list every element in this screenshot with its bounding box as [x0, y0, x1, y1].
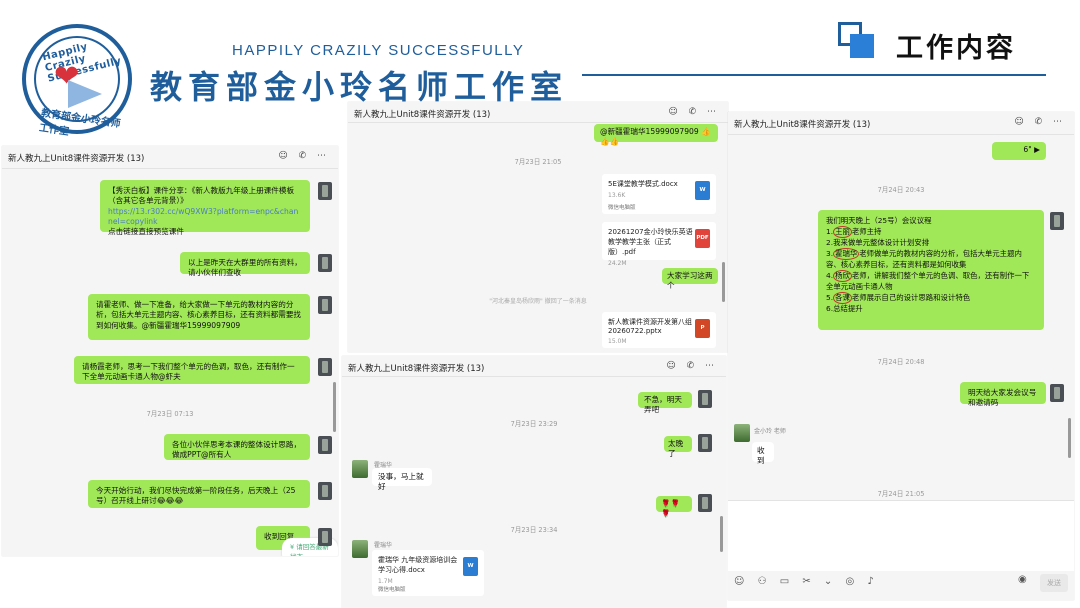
file-card[interactable]: 5E课堂教学模式.docx 13.6K 微信电脑版 W [602, 174, 716, 214]
agenda-item: 6.总结提升 [826, 303, 863, 313]
chat-title: 新人教九上Unit8课件资源开发 (13) [734, 120, 871, 130]
avatar [318, 436, 332, 454]
chat-bubble[interactable]: 以上是昨天在大群里的所有资料，请小伙伴们查收 [180, 252, 310, 277]
file-card[interactable]: 新人教课件资源开发第八组20260722.pptx 15.0M P [602, 312, 716, 348]
chat-window-middle: 新人教九上Unit8课件资源开发 (13) ☺ ✆ ⋯ @新疆霍瑞华159990… [348, 102, 728, 352]
chat-bubble[interactable]: 🌹🌹🌹 [656, 496, 692, 518]
pdf-file-icon: PDF [695, 229, 710, 248]
word-file-icon: W [463, 557, 478, 576]
input-toolbar[interactable]: ☺ ⚇ ▭ ✂ ⌄ ◎ ♪ [734, 576, 879, 587]
scrollbar[interactable] [722, 262, 725, 302]
chat-window-right: 新人教九上Unit8课件资源开发 (13) ☺ ✆ ⋯ 6" ▶ 7月24日 2… [728, 112, 1074, 600]
logo-ring [34, 36, 120, 122]
avatar [318, 182, 332, 200]
avatar [1050, 212, 1064, 230]
avatar [352, 540, 368, 558]
avatar [318, 358, 332, 376]
timestamp: 7月23日 21:05 [514, 158, 562, 166]
agenda-item: 5.各课老师展示自己的设计思路和设计特色 [826, 291, 971, 304]
squares-icon [838, 22, 874, 58]
avatar [734, 424, 750, 442]
avatar [352, 460, 368, 478]
ppt-file-icon: P [695, 319, 710, 338]
avatar [698, 390, 712, 408]
window-toolbar-icons[interactable]: ☺ ✆ ⋯ [666, 361, 718, 371]
timestamp: 7月24日 20:48 [877, 358, 925, 366]
chat-title: 新人教九上Unit8课件资源开发 (13) [8, 154, 145, 164]
chat-bubble[interactable]: 没事，马上就好 [372, 468, 432, 491]
chat-title: 新人教九上Unit8课件资源开发 (13) [354, 110, 491, 120]
header-divider [582, 74, 1046, 76]
avatar [318, 296, 332, 314]
agenda-item: 4.杨欣老师，讲解我们整个单元的色调、取色，还有制作一下全单元动画卡通人物 [826, 269, 1030, 291]
avatar [698, 494, 712, 512]
timestamp: 7月24日 20:43 [877, 186, 925, 194]
chat-bubble[interactable]: 明天给大家发会议号和邀请码 [960, 382, 1046, 407]
sender-name: 霍瑞华 [374, 542, 393, 549]
sender-name: 金小玲 老师 [754, 428, 786, 435]
sender-name: 霍瑞华 [374, 462, 393, 469]
chat-bubble[interactable]: 太晚了 [664, 436, 692, 458]
scrollbar[interactable] [1068, 418, 1071, 458]
paper-plane-icon [68, 80, 102, 108]
chat-bubble[interactable]: @新疆霍瑞华15999097909 👍👍👍 [594, 124, 718, 146]
system-notice: "河北秦皇岛杨欣雨" 撤回了一条消息 [489, 298, 587, 305]
window-toolbar-icons[interactable]: ☺ ✆ ⋯ [278, 151, 330, 161]
message-input[interactable] [728, 501, 1074, 571]
tagline: HAPPILY CRAZILY SUCCESSFULLY [232, 42, 525, 59]
window-toolbar-icons[interactable]: ☺ ✆ ⋯ [668, 107, 720, 117]
avatar [318, 482, 332, 500]
file-card[interactable]: 霍瑞华 九年级资源培训会学习心得.docx 1.7M 微信电脑版 W [372, 550, 484, 596]
logo-bottom-text: 教育部金小玲名师工作室 [38, 107, 122, 138]
agenda-item: 3.霍瑞华老师做单元的教材内容的分析，包括大单元主题内容、核心素养目标，还有资料… [826, 247, 1022, 269]
avatar [318, 528, 332, 546]
mic-icon[interactable]: ◉ [1018, 574, 1027, 585]
window-toolbar-icons[interactable]: ☺ ✆ ⋯ [1014, 117, 1066, 127]
chat-bubble[interactable]: 收到 [752, 442, 774, 465]
avatar [1050, 384, 1064, 402]
avatar [318, 254, 332, 272]
scrollbar[interactable] [333, 382, 336, 432]
chat-window-left: 新人教九上Unit8课件资源开发 (13) ☺ ✆ ⋯ 【秀沃白板】课件分享：《… [2, 146, 338, 556]
studio-name: 教育部金小玲名师工作室 [150, 68, 569, 106]
agenda-bubble[interactable]: 我们明天晚上（25号）会议议程 1.王丽老师主持 2.我来做单元整体设计计划安排… [818, 210, 1044, 330]
timestamp: 7月23日 23:34 [510, 526, 558, 534]
chat-bubble[interactable]: 今天开始行动，我们尽快完成第一阶段任务，后天晚上（25号）召开线上研讨😂😂😂 [88, 480, 310, 508]
chat-bubble[interactable]: 请霍老师、做一下准备，给大家做一下单元的教材内容的分析，包括大单元主题内容、核心… [88, 294, 310, 340]
chat-title: 新人教九上Unit8课件资源开发 (13) [348, 364, 485, 374]
word-file-icon: W [695, 181, 710, 200]
voice-message[interactable]: 6" ▶ [992, 142, 1046, 160]
chat-bubble[interactable]: 不急，明天弄吧 [638, 392, 692, 414]
scrollbar[interactable] [720, 516, 723, 552]
chat-bubble[interactable]: 大家学习这两个 [662, 268, 718, 290]
send-button[interactable]: 发送 [1040, 574, 1068, 592]
chat-bubble[interactable]: 【秀沃白板】课件分享：《新人教版九年级上册课件模板（含其它各单元背景）》 htt… [100, 180, 310, 236]
agenda-item: 1.王丽老师主持 [826, 225, 882, 238]
avatar [698, 434, 712, 452]
chat-window-lower: 新人教九上Unit8课件资源开发 (13) ☺ ✆ ⋯ 不急，明天弄吧 7月23… [342, 356, 726, 608]
timestamp: 7月23日 07:13 [146, 410, 194, 418]
chat-bubble[interactable]: 请杨霞老师，思考一下我们整个单元的色调，取色，还有制作一下全单元动画卡通人物@虾… [74, 356, 310, 384]
file-card[interactable]: 20261207金小玲快乐英语教学教学主张（正式版）.pdf 24.2M PDF [602, 222, 716, 267]
studio-logo: Happily Crazily Successfully ❤ 教育部金小玲名师工… [22, 24, 132, 138]
chat-bubble[interactable]: 各位小伙伴思考本课的整体设计思路，做成PPT@所有人 [164, 434, 310, 460]
timestamp: 7月23日 23:29 [510, 420, 558, 428]
timestamp: 7月24日 21:05 [877, 490, 925, 498]
section-title: 工作内容 [896, 33, 1016, 64]
agenda-item: 2.我来做单元整体设计计划安排 [826, 237, 930, 247]
